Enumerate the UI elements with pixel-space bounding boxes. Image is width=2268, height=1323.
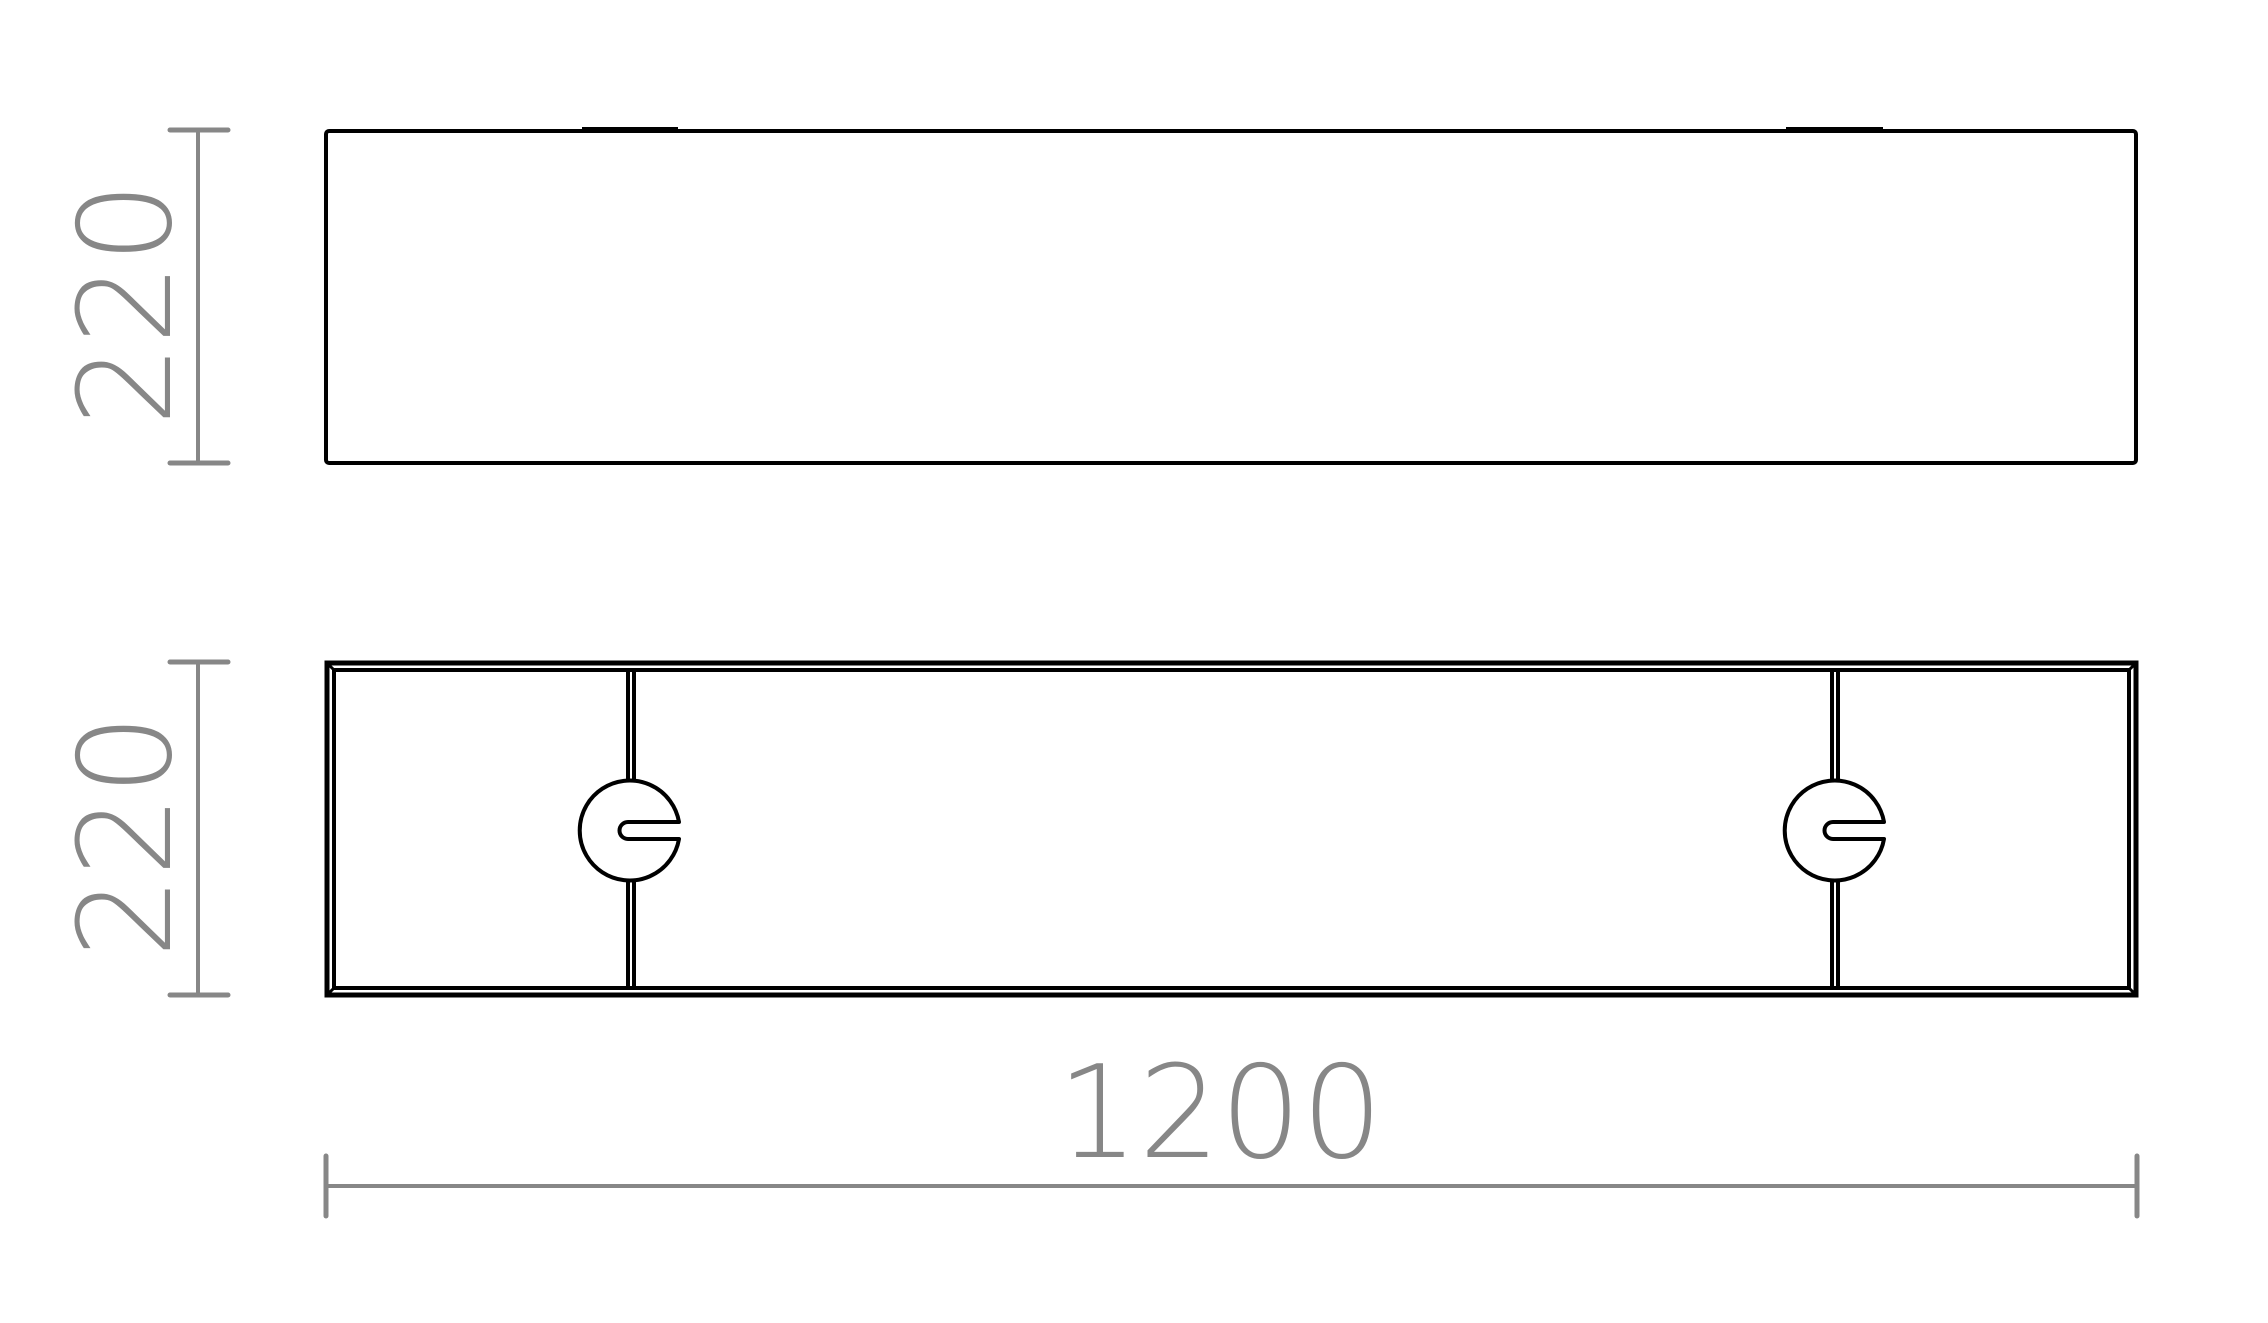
back-view-outer-outline <box>324 660 2139 998</box>
width-label: 1200 <box>1057 1039 1383 1188</box>
top-height-label: 220 <box>52 182 201 426</box>
keyhole-icon <box>1782 778 1886 883</box>
back-view <box>324 660 2139 998</box>
keyhole-left <box>577 672 681 988</box>
keyhole-right <box>1782 672 1886 988</box>
width-dimension: 1200 <box>323 1039 2140 1219</box>
front-view <box>324 127 2138 465</box>
keyhole-icon <box>577 778 681 883</box>
top-height-dimension: 220 <box>52 127 231 466</box>
bottom-height-dimension: 220 <box>52 659 231 998</box>
back-view-inner-outline <box>332 668 2131 990</box>
bottom-height-label: 220 <box>52 714 201 958</box>
front-view-outline <box>324 129 2138 465</box>
